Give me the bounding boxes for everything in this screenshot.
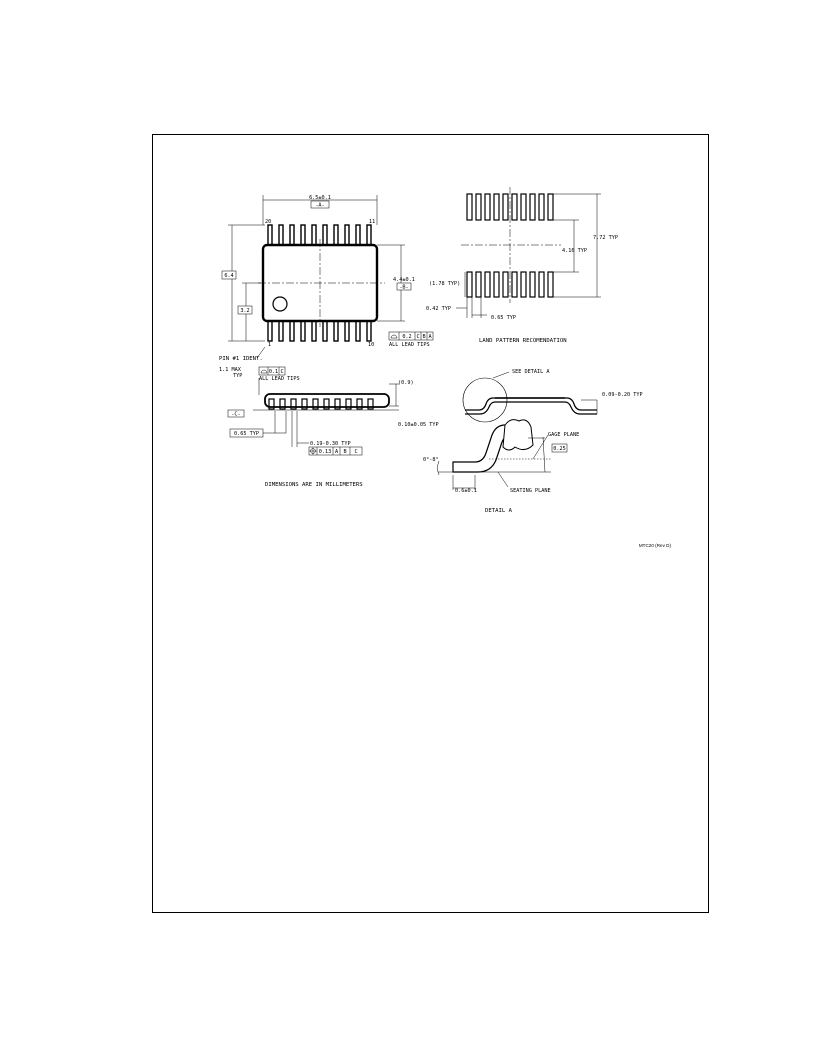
side-view-labels: 1.1 MAX TYP 0.1 C ALL LEAD TIPS -C- (0.9… — [219, 366, 439, 488]
see-detail-label: SEE DETAIL A — [512, 369, 550, 375]
top-view — [228, 195, 405, 342]
coplanarity-frame: 0.1 C — [258, 366, 286, 376]
side-leads — [268, 398, 374, 410]
lead-thickness-label: 0.09-0.20 TYP — [602, 392, 643, 398]
pin1-label: 1 — [268, 342, 271, 348]
dim-416-label: 4.16 TYP — [562, 248, 587, 254]
land-pattern — [456, 187, 601, 318]
svg-text:0.1: 0.1 — [269, 369, 278, 375]
side-all-lead-tips-label: ALL LEAD TIPS — [259, 376, 300, 382]
dim-065-label: 0.65 TYP — [491, 315, 516, 321]
side-view — [253, 378, 399, 447]
bottom-leads — [267, 320, 372, 342]
land-pattern-labels: 7.72 TYP 4.16 TYP (1.78 TYP) 0.42 TYP 0.… — [426, 235, 618, 344]
land-pads-bottom — [466, 271, 554, 298]
foot-length-label: 0.6±0.1 — [455, 488, 477, 494]
pin11-label: 11 — [369, 219, 375, 225]
svg-text:C: C — [354, 449, 357, 455]
dim-09-label: (0.9) — [398, 380, 414, 386]
datum-c-label: -C- — [231, 412, 240, 418]
all-lead-tips-label: ALL LEAD TIPS — [389, 342, 430, 348]
profile-surface-icon — [390, 334, 398, 339]
svg-text:C: C — [416, 334, 419, 340]
dim-772-label: 7.72 TYP — [593, 235, 618, 241]
profile-surface-icon — [260, 369, 268, 374]
land-pads-top — [466, 193, 554, 221]
pin10-label: 10 — [368, 342, 374, 348]
top-view-labels: 6.5±0.1 -A- 20 11 1 10 6.4 3.2 4.4±0.1 -… — [219, 195, 434, 362]
datum-a-label: -A- — [315, 203, 324, 209]
drawing-frame: 6.5±0.1 -A- 20 11 1 10 6.4 3.2 4.4±0.1 -… — [152, 134, 709, 913]
typ-label: TYP — [233, 373, 242, 379]
pitch-label: 0.65 TYP — [234, 431, 259, 437]
dim-042-label: 0.42 TYP — [426, 306, 451, 312]
svg-text:B: B — [343, 449, 346, 455]
standoff-label: 0.10±0.05 TYP — [398, 422, 439, 428]
gage-plane-label: GAGE PLANE — [548, 432, 579, 438]
gage-dim-label: 0.25 — [553, 446, 566, 452]
lead-width-label: 0.19-0.30 TYP — [310, 441, 351, 447]
detail-labels: SEE DETAIL A 0.09-0.20 TYP GAGE PLANE 0.… — [423, 369, 643, 514]
doc-id-label: MTC20 (Rev D) — [639, 543, 672, 548]
angle-label: 0°-8° — [423, 457, 439, 463]
dim-178-label: (1.78 TYP) — [429, 281, 460, 287]
package-outline-drawing: 6.5±0.1 -A- 20 11 1 10 6.4 3.2 4.4±0.1 -… — [219, 187, 672, 548]
svg-text:B: B — [422, 334, 425, 340]
datum-b-label: -B- — [399, 285, 408, 291]
dimensions-caption: DIMENSIONS ARE IN MILLIMETERS — [265, 482, 363, 488]
detail-circle — [462, 377, 508, 423]
seating-plane-label: SEATING PLANE — [510, 488, 551, 494]
pin20-label: 20 — [265, 219, 271, 225]
pin1-ident-label: PIN #1 IDENT. — [219, 356, 263, 362]
svg-text:0.2: 0.2 — [402, 334, 411, 340]
detail-caption: DETAIL A — [485, 508, 513, 514]
position-tolerance-frame: 0.13 A B C — [308, 446, 363, 456]
profile-tolerance-frame: 0.2 C B A — [388, 331, 434, 341]
svg-text:C: C — [280, 369, 283, 375]
svg-text:A: A — [428, 334, 432, 340]
svg-text:0.13: 0.13 — [319, 449, 332, 455]
overall-dim-label: 6.4 — [224, 273, 233, 279]
half-dim-label: 3.2 — [240, 308, 249, 314]
true-position-icon — [309, 447, 317, 455]
land-pattern-caption: LAND PATTERN RECOMENDATION — [479, 338, 567, 344]
pin1-marker — [272, 296, 288, 312]
max-height-label: 1.1 MAX — [219, 367, 242, 373]
detail-view — [437, 371, 598, 490]
side-body — [264, 393, 390, 408]
body-width-label: 4.4±0.1 — [393, 277, 415, 283]
top-leads — [267, 224, 372, 246]
svg-text:A: A — [335, 449, 339, 455]
width-dim-label: 6.5±0.1 — [309, 195, 331, 201]
